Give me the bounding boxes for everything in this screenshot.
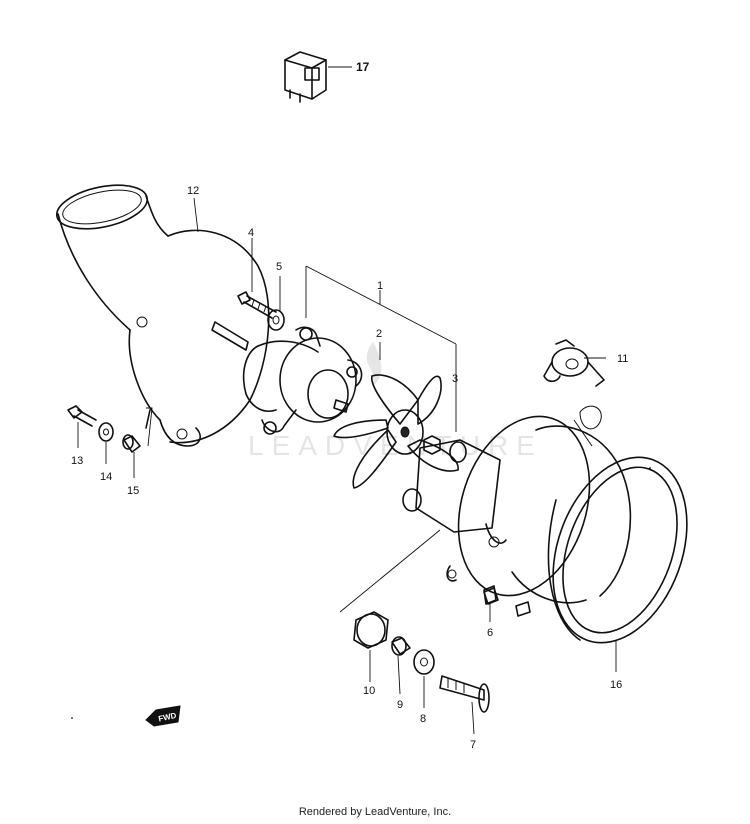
callout-9: 9: [397, 699, 403, 711]
footer-credit: Rendered by LeadVenture, Inc.: [298, 806, 452, 818]
callout-1: 1: [377, 280, 383, 292]
part-5-washer[interactable]: [267, 309, 285, 331]
part-4-bolt[interactable]: [237, 291, 277, 319]
part-12-shroud[interactable]: [53, 178, 270, 447]
part-8-washer[interactable]: [413, 649, 435, 675]
callout-12: 12: [187, 185, 199, 197]
callout-15: 15: [127, 485, 139, 497]
callout-10: 10: [363, 685, 375, 697]
part-10-grommet[interactable]: [353, 611, 389, 649]
part-7-bolt[interactable]: [439, 675, 490, 713]
callout-5: 5: [276, 261, 282, 273]
callout-4: 4: [248, 227, 254, 239]
watermark-flame-icon: [366, 342, 382, 386]
callout-8: 8: [420, 713, 426, 725]
part-6-nut[interactable]: [483, 587, 499, 605]
part-2-fan[interactable]: [333, 374, 459, 489]
callout-11: 11: [617, 353, 628, 365]
callouts: 1 2 3 4 5 6 7 8 9 10 11 12 13 14 15 16 1…: [71, 60, 628, 751]
callout-16: 16: [610, 679, 622, 691]
callout-14: 14: [100, 471, 112, 483]
part-13-bolt[interactable]: [67, 405, 97, 427]
callout-17: 17: [356, 60, 370, 74]
part-11-clip[interactable]: [543, 339, 605, 387]
part-16-cover-ring[interactable]: [515, 439, 711, 662]
fwd-label: FWD: [158, 711, 178, 724]
leader-lines: [77, 66, 617, 735]
part-3-nut[interactable]: [423, 435, 441, 455]
part-1-motor[interactable]: [211, 321, 363, 435]
fwd-arrow-icon: FWD: [145, 705, 181, 727]
callout-13: 13: [71, 455, 83, 467]
callout-2: 2: [376, 328, 382, 340]
callout-3: 3: [452, 373, 458, 385]
part-14-washer[interactable]: [98, 422, 114, 442]
part-9-collar[interactable]: [391, 636, 411, 656]
callout-7: 7: [470, 739, 476, 751]
callout-6: 6: [487, 627, 493, 639]
part-15-collar[interactable]: [122, 434, 141, 453]
part-17-relay[interactable]: [284, 51, 327, 103]
